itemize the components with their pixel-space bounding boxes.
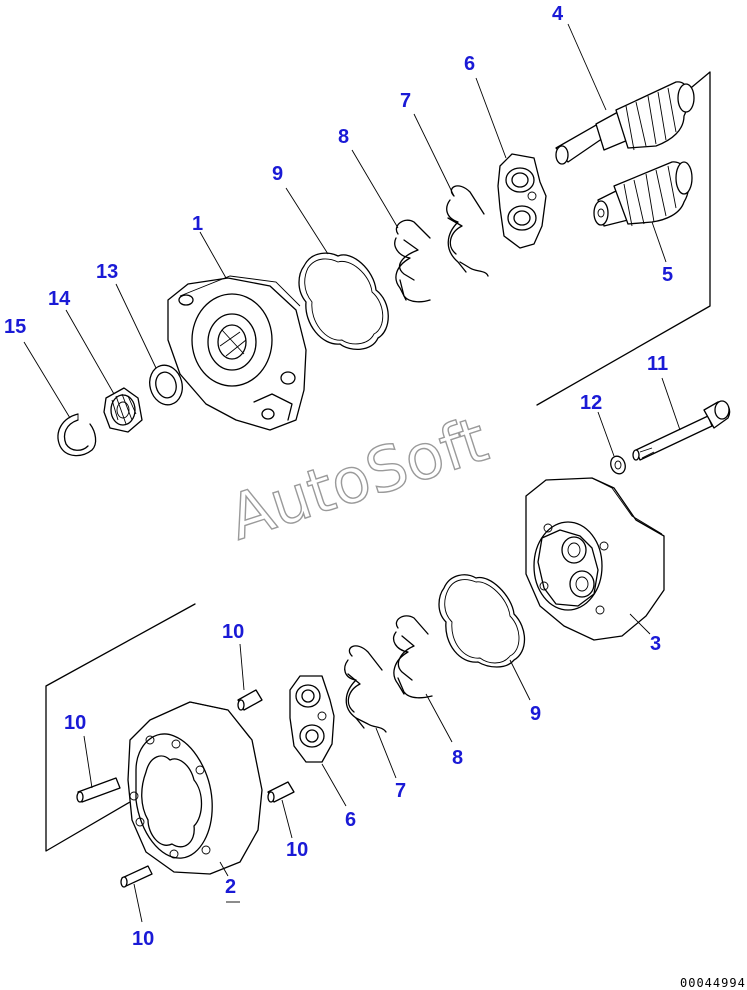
label-part-8-top: 8 bbox=[338, 126, 349, 148]
nut-part bbox=[103, 387, 143, 433]
label-part-9-bottom: 9 bbox=[530, 703, 541, 725]
label-part-10-a: 10 bbox=[222, 621, 244, 643]
label-part-6-top: 6 bbox=[464, 53, 475, 75]
washer-part bbox=[149, 364, 183, 406]
label-part-9-top: 9 bbox=[272, 163, 283, 185]
part-labels: 1 2 3 4 5 6 6 7 7 8 8 9 9 10 10 10 10 11… bbox=[4, 3, 673, 950]
label-part-13: 13 bbox=[96, 261, 118, 283]
label-part-2: 2 bbox=[225, 876, 236, 898]
dowel-pin-d-part bbox=[120, 865, 153, 888]
label-part-6-bottom: 6 bbox=[345, 809, 356, 831]
label-part-10-b: 10 bbox=[64, 712, 86, 734]
label-part-4: 4 bbox=[552, 3, 564, 25]
bushing-plate-top-part bbox=[497, 153, 547, 249]
driven-gear-part bbox=[593, 161, 693, 227]
gear-case-part bbox=[127, 701, 263, 875]
rear-cover-part bbox=[525, 477, 665, 641]
bushing-plate-bottom-part bbox=[289, 675, 335, 763]
backup-ring-bottom-part bbox=[393, 615, 433, 699]
bolt-part bbox=[632, 400, 731, 461]
label-part-14: 14 bbox=[48, 288, 71, 310]
small-washer-part bbox=[610, 455, 626, 475]
leader-lines bbox=[23, 23, 681, 923]
label-part-8-bottom: 8 bbox=[452, 747, 463, 769]
dowel-pin-c-part bbox=[267, 781, 295, 803]
label-part-11: 11 bbox=[647, 353, 668, 375]
label-part-3: 3 bbox=[650, 633, 661, 655]
dowel-pin-a-part bbox=[76, 777, 121, 803]
label-part-7-bottom: 7 bbox=[395, 780, 406, 802]
backup-ring-top-part bbox=[394, 219, 431, 303]
drawing-code: 00044994 bbox=[680, 976, 746, 990]
snap-ring-part bbox=[57, 413, 97, 457]
label-part-15: 15 bbox=[4, 316, 26, 338]
label-part-10-c: 10 bbox=[286, 839, 308, 861]
label-part-1: 1 bbox=[192, 213, 203, 235]
seal-bottom-part bbox=[344, 645, 387, 733]
boundary-lines bbox=[45, 71, 711, 852]
seal-top-part bbox=[446, 185, 489, 277]
drive-gear-part bbox=[555, 81, 695, 165]
dowel-pin-b-part bbox=[237, 689, 263, 711]
gasket-bottom-part bbox=[438, 574, 526, 668]
label-part-7-top: 7 bbox=[400, 90, 411, 112]
gasket-top-part bbox=[298, 252, 389, 350]
label-part-10-d: 10 bbox=[132, 928, 154, 950]
label-part-5: 5 bbox=[662, 264, 673, 286]
label-part-12: 12 bbox=[580, 392, 602, 414]
front-cover-part bbox=[167, 275, 307, 431]
